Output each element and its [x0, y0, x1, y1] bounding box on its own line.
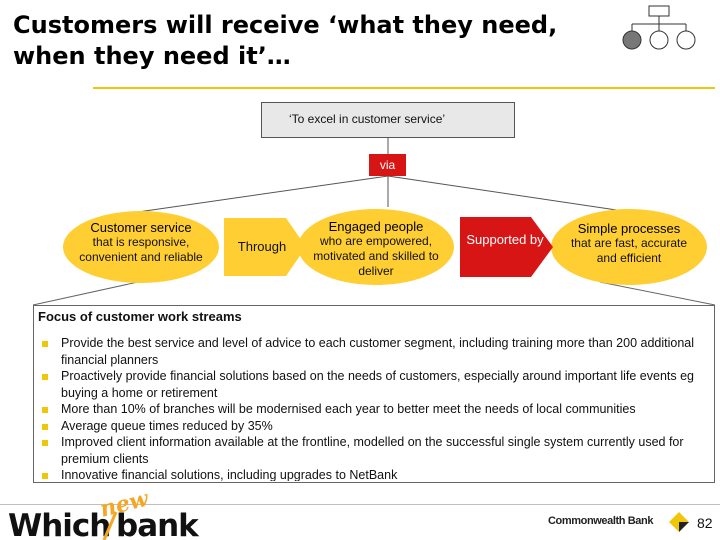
bullet-square-icon [42, 440, 48, 446]
list-item: More than 10% of branches will be modern… [40, 401, 712, 418]
through-label: Through [237, 239, 287, 254]
list-item-text: Average queue times reduced by 35% [61, 418, 273, 433]
pillar-customer-service: Customer service that is responsive, con… [68, 220, 214, 265]
list-item: Improved client information available at… [40, 434, 712, 467]
org-tree-icon [622, 5, 696, 50]
goal-box: ‘To excel in customer service’ [261, 102, 515, 138]
pillar-sub: that is responsive, convenient and relia… [79, 235, 203, 264]
customer-service-ellipse [63, 211, 219, 283]
title-divider [93, 87, 715, 89]
focus-list: Provide the best service and level of ad… [40, 335, 712, 481]
pillar-sub: that are fast, accurate and efficient [570, 236, 688, 265]
logo-which: Which [8, 508, 110, 540]
list-item: Average queue times reduced by 35% [40, 418, 712, 435]
footer-divider [0, 504, 720, 505]
bullet-square-icon [42, 407, 48, 413]
bullet-square-icon [42, 341, 48, 347]
commonwealth-diamond-icon [669, 512, 689, 532]
focus-panel [33, 305, 715, 483]
page-title: Customers will receive ‘what they need, … [13, 11, 558, 70]
list-item-text: Innovative financial solutions, includin… [61, 468, 398, 481]
engaged-people-ellipse [298, 209, 454, 285]
list-item-text: Improved client information available at… [61, 435, 684, 466]
which-new-bank-logo: new Which bank [8, 488, 201, 540]
pillar-sub: who are empowered, motivated and skilled… [313, 234, 439, 278]
simple-processes-ellipse [551, 209, 707, 285]
supported-by-label: Supported by [466, 232, 544, 247]
pillar-simple-processes: Simple processes that are fast, accurate… [560, 221, 698, 266]
focus-heading: Focus of customer work streams [38, 309, 242, 324]
list-item: Proactively provide financial solutions … [40, 368, 712, 401]
pillar-engaged-people: Engaged people who are empowered, motiva… [306, 219, 446, 279]
bullet-square-icon [42, 423, 48, 430]
pillar-head: Simple processes [577, 221, 681, 236]
page-number: 82 [697, 515, 713, 531]
pillar-head: Customer service [90, 220, 192, 235]
through-arrow [224, 218, 306, 276]
company-name: Commonwealth Bank [548, 515, 654, 527]
supported-by-arrow [460, 217, 553, 277]
list-item-text: Provide the best service and level of ad… [61, 336, 695, 367]
list-item: Innovative financial solutions, includin… [40, 467, 712, 481]
bullet-square-icon [42, 374, 48, 380]
list-item-text: Proactively provide financial solutions … [61, 369, 694, 400]
logo-bank: bank [116, 508, 200, 540]
list-item-text: More than 10% of branches will be modern… [61, 402, 636, 416]
pillar-head: Engaged people [328, 219, 424, 234]
via-label: via [369, 154, 406, 176]
list-item: Provide the best service and level of ad… [40, 335, 712, 368]
bullet-square-icon [42, 473, 48, 479]
